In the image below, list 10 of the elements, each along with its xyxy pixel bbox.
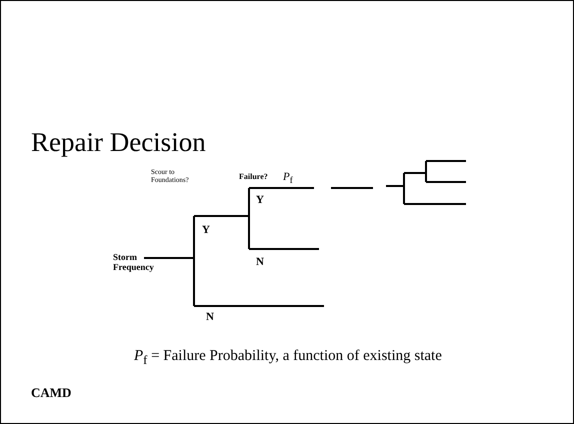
tree-label: P$_{f}$ <box>283 171 293 186</box>
tree-label: CAMD <box>31 386 72 400</box>
tree-label: P$_{f}$ = Failure Probability, a function of existing state <box>134 348 442 368</box>
slide-title: Repair Decision <box>31 127 206 158</box>
tree-label: Y <box>202 224 210 236</box>
tree-label: Failure? <box>239 173 268 182</box>
tree-label: Y <box>256 194 264 206</box>
tree-label: N <box>206 311 214 324</box>
tree-label: N <box>256 256 264 268</box>
tree-label: Storm Frequency <box>113 253 155 273</box>
